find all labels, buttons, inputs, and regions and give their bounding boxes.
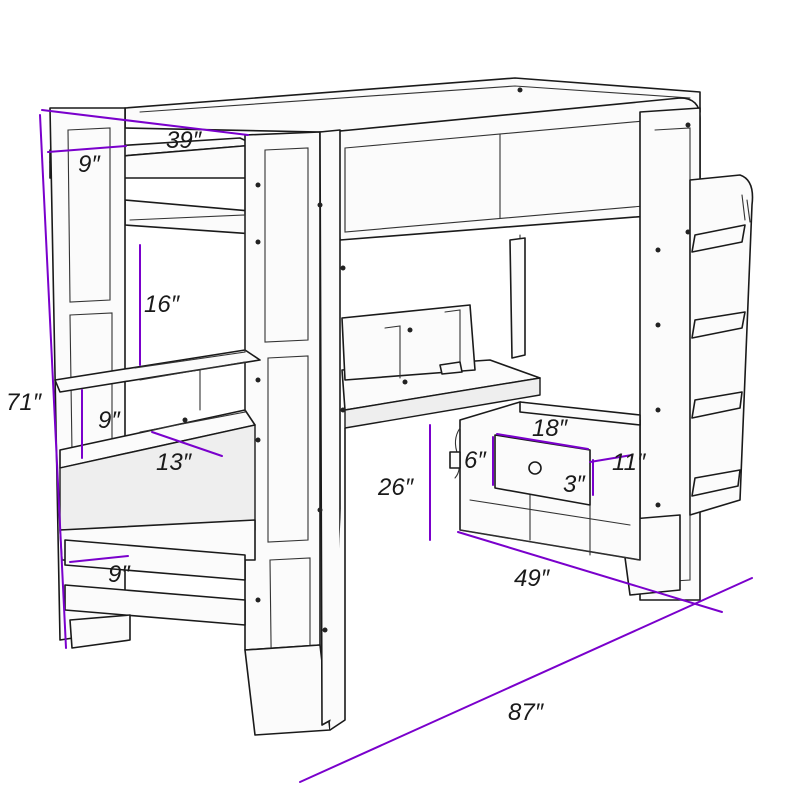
- loft-bed-frame: [49, 77, 754, 736]
- dim-line-overall-length: [299, 577, 753, 783]
- label-shelf-height-lower: 9″: [98, 407, 121, 434]
- frame-bolts: [182, 87, 691, 633]
- dim-line-top-depth: [41, 109, 249, 136]
- label-drawer-height: 6″: [464, 447, 487, 474]
- dimension-labels: 39″ 9″ 71″ 16″ 9″ 13″ 9″ 26″ 18″ 6″ 11″ …: [6, 127, 647, 726]
- dim-line-bottom-shelf-depth: [69, 555, 129, 563]
- dimension-lines: [39, 109, 753, 783]
- dim-line-desk-length: [457, 531, 723, 613]
- label-overall-height: 71″: [6, 389, 43, 416]
- label-drawer-width: 18″: [532, 415, 569, 442]
- label-drawer-depth: 11″: [612, 449, 647, 476]
- label-top-depth: 39″: [166, 127, 203, 154]
- label-desk-length: 49″: [514, 565, 551, 592]
- drawer-knob: [528, 461, 542, 475]
- dim-line-shelf-width: [151, 431, 223, 457]
- label-shelf-width: 13″: [156, 449, 193, 476]
- label-top-shelf-depth: 9″: [78, 151, 101, 178]
- label-bottom-shelf-depth: 9″: [108, 561, 131, 588]
- power-plug: [449, 451, 461, 469]
- dim-line-drawer-width: [496, 433, 589, 450]
- label-drawer-inner-height: 3″: [563, 471, 586, 498]
- dim-line-overall-height: [39, 114, 67, 649]
- label-shelf-height-upper: 16″: [144, 291, 181, 318]
- dim-line-top-shelf-depth: [47, 145, 127, 153]
- label-overall-length: 87″: [508, 699, 545, 726]
- label-desk-height: 26″: [377, 474, 415, 501]
- dim-line-drawer-depth: [589, 454, 633, 463]
